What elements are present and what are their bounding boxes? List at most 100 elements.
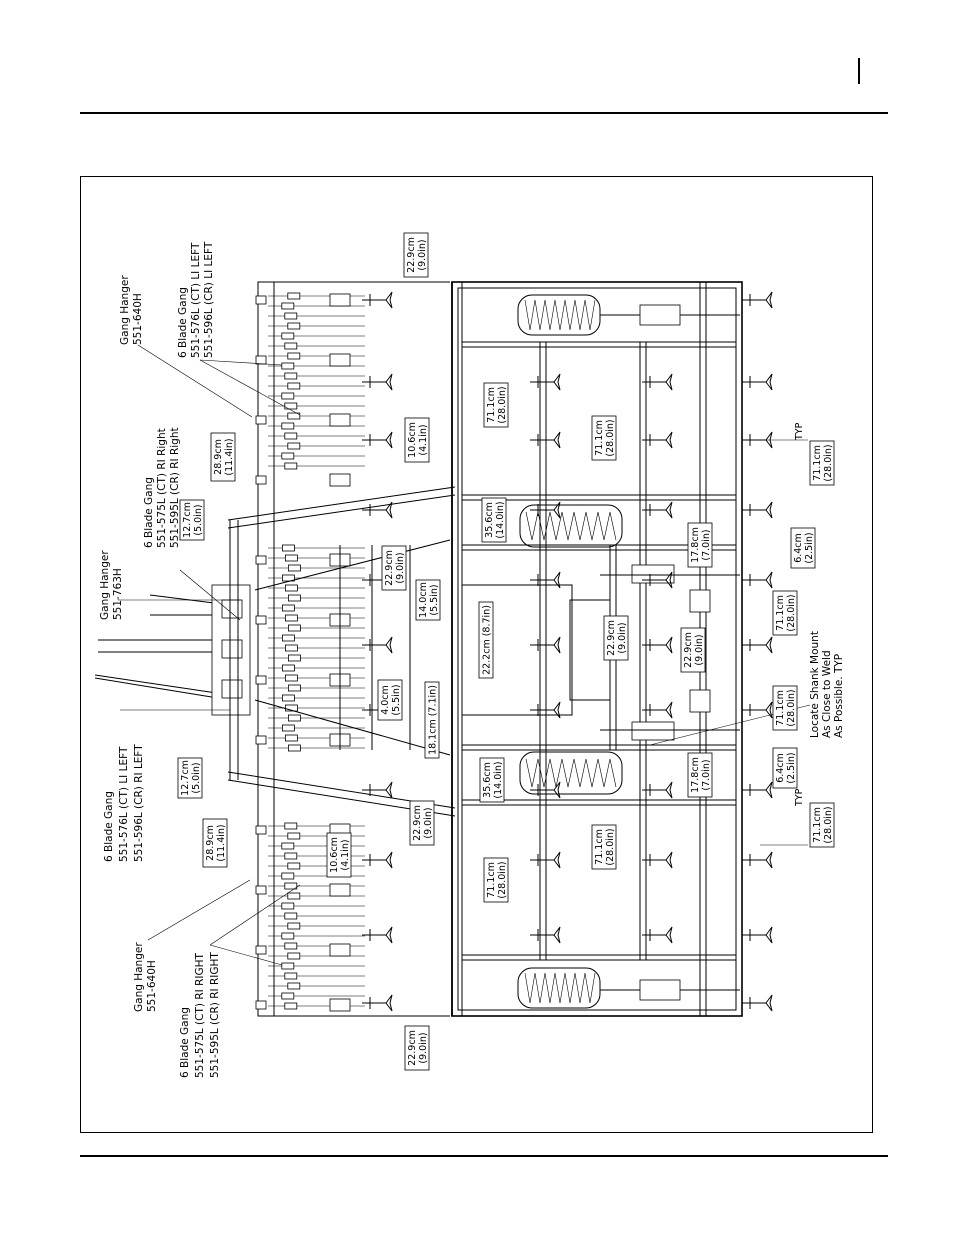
dimension-text: (11.4in) [216,824,227,861]
dimension-box [326,832,352,878]
dimension-text: (7.0in) [701,759,712,790]
shank [530,701,561,719]
dimension-text: 22.9cm [407,1030,418,1066]
dimension-box [680,627,706,673]
header-rule-short [858,58,860,84]
disc-blade [268,462,365,470]
dimension-text: 12.7cm [180,760,191,796]
dimension-d-22-2-mid: 22.2cm (8.7in) [478,601,494,679]
disc-blade [268,332,365,340]
dimension-text: 71.1cm [812,807,823,843]
shank [362,926,393,944]
dimension-labels: 22.9cm(9.0in)28.9cm(11.4in)12.7cm(5.0in)… [177,232,835,1071]
disc-blade [268,554,365,562]
dimension-box [483,382,509,428]
disc-blade [268,342,365,350]
dimension-text: (5.0in) [191,762,202,793]
dimension-d-35-6-bot: 35.6cm(14.0in) [479,757,505,803]
disc-blade [268,422,365,430]
gang-hanger-bracket [255,733,351,747]
disc-blade [268,312,365,320]
dimension-d-6-4-top: 6.4cm(2.5in) [790,527,816,569]
shank [642,373,673,391]
dimension-text: 6.4cm [775,753,786,783]
dimension-text: (9.0in) [617,622,628,653]
gang-hanger-bracket [255,353,351,367]
callout-blade-gang-top-left: 6 Blade Gang 551-576L (CT) LI LEFT 551-5… [177,241,215,358]
dimension-text: 18.1cm (7.1in) [428,685,439,755]
disc-blade [268,654,365,662]
dimension-box [603,615,629,661]
shank [742,781,773,799]
gang-hanger-bracket [255,998,351,1012]
dimension-d-10-6-bot: 10.6cm(4.1in) [326,832,352,878]
shank [742,571,773,589]
disc-blade [268,892,365,900]
disc-blade [268,634,365,642]
disc-blade [268,614,365,622]
dimension-text: (14.0in) [495,501,506,538]
dimension-text: (28.0in) [786,594,797,631]
dimension-text: 28.9cm [213,439,224,475]
callout-line: 551-595L (CR) RI RIGHT [209,952,221,1078]
dimension-d-4-0-mid: 4.0cm(5.5in) [377,679,403,721]
dimension-text: (4.1in) [418,424,429,455]
dimension-d-71-1-e: 71.1cm(28.0in) [483,857,509,903]
shank [642,926,673,944]
shank [530,431,561,449]
dimension-box [483,857,509,903]
disc-blade [268,392,365,400]
dimension-text: 35.6cm [482,762,493,798]
dimension-text: 17.8cm [690,757,701,793]
dimension-text: 71.1cm [594,420,605,456]
disc-blade [268,382,365,390]
dimension-d-22-9-bot: 22.9cm(9.0in) [404,1025,430,1071]
dimension-text: 71.1cm [486,862,497,898]
shank [530,373,561,391]
shank [362,291,393,309]
dimension-box [687,522,713,568]
shank [742,926,773,944]
dimension-d-14-0-mid: 14.0cm(5.5in) [415,579,441,621]
dimension-box [591,415,617,461]
shank [362,431,393,449]
dimension-d-17-8-bot: 17.8cm(7.0in) [687,752,713,798]
dimension-box [790,527,816,569]
dimension-box [809,440,835,486]
dimension-text: 10.6cm [407,422,418,458]
dimension-text: (7.0in) [701,529,712,560]
dimension-d-22-9-top: 22.9cm(9.0in) [403,232,429,278]
dimension-text: (9.0in) [694,634,705,665]
shank [362,851,393,869]
shank [742,851,773,869]
dimension-text: 12.7cm [182,502,193,538]
callout-line: 551-596L (CR) LI LEFT [203,241,215,358]
dimension-box [772,590,798,636]
callout-line: 6 Blade Gang [143,477,155,548]
dimension-d-17-8-top: 17.8cm(7.0in) [687,522,713,568]
dimension-box [177,757,203,799]
callout-gang-hanger-763h: Gang Hanger 551-763H [99,550,124,620]
shank [742,373,773,391]
dimension-d-18-1-mid: 18.1cm (7.1in) [424,681,440,759]
shank [530,926,561,944]
dimension-text: 22.9cm [683,632,694,668]
disc-blade [268,584,365,592]
disc-blade [268,714,365,722]
dimension-text: 17.8cm [690,527,701,563]
dimension-d-28-9-top: 28.9cm(11.4in) [210,432,236,482]
dimension-box [687,752,713,798]
dimension-box [403,232,429,278]
disc-blade [268,684,365,692]
callout-line: Gang Hanger [119,275,131,345]
dimension-d-12-7-top: 12.7cm(5.0in) [179,499,205,541]
disc-blade [268,992,365,1000]
wheel-top [517,294,740,336]
disc-blade [268,594,365,602]
disc-blade [268,822,365,830]
callout-shank-mount-note: Locate Shank Mount As Close to Weld As P… [809,631,845,738]
gang-hanger-bracket [255,613,351,627]
shank [642,636,673,654]
dimension-d-22-9-bot-mid: 22.9cm(9.0in) [409,800,435,846]
